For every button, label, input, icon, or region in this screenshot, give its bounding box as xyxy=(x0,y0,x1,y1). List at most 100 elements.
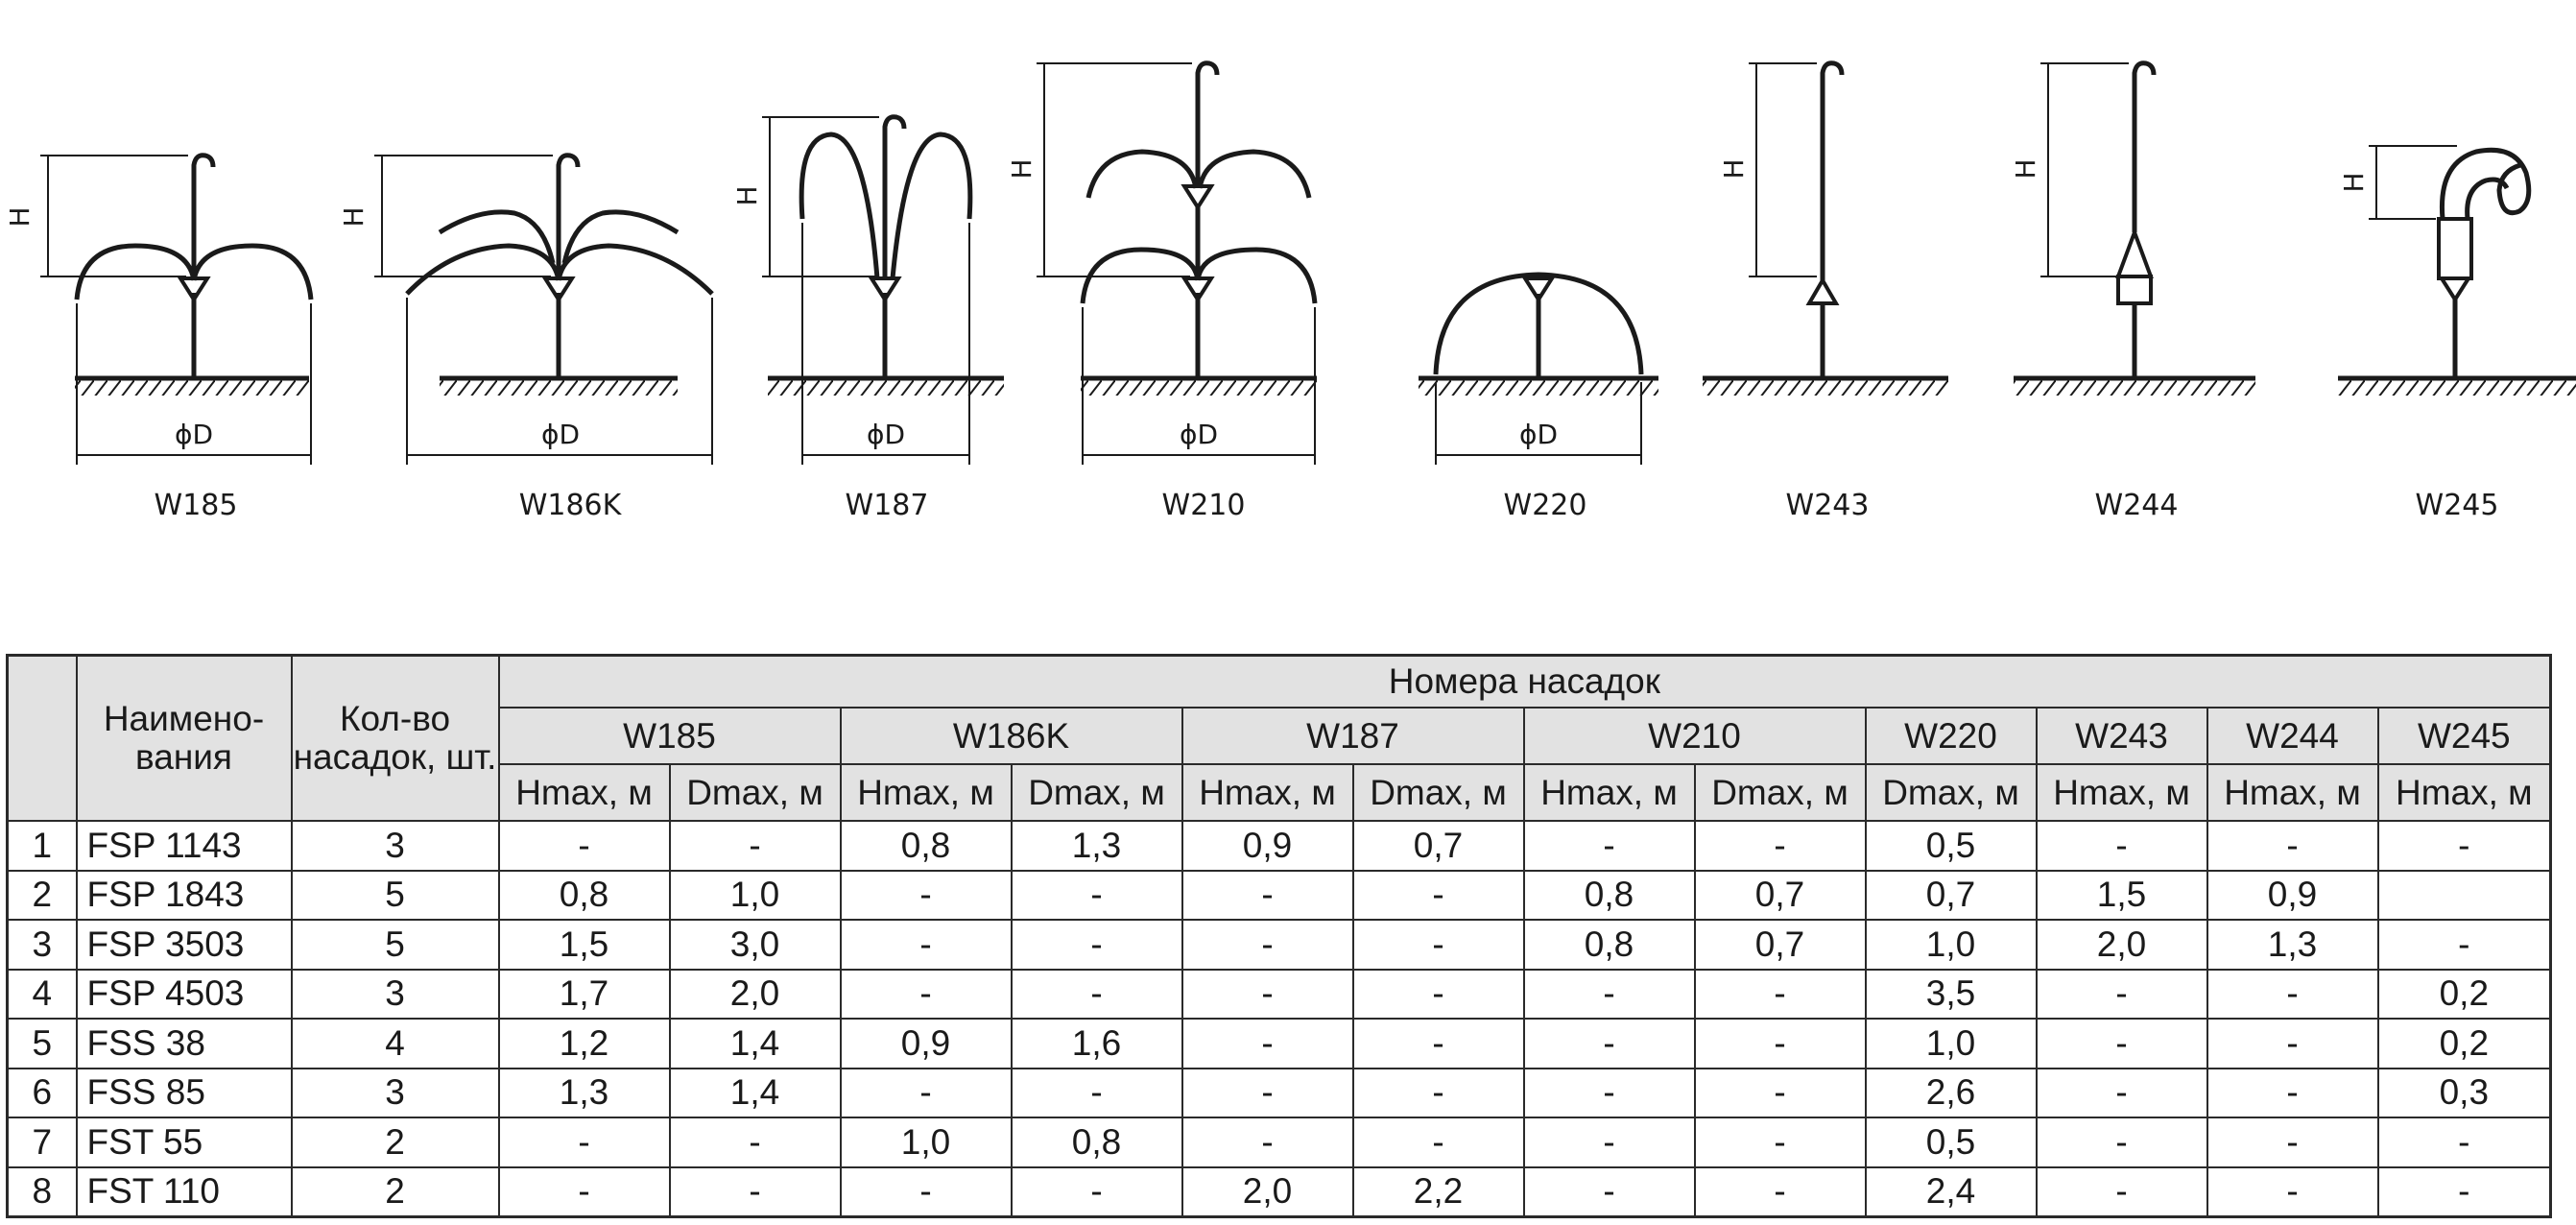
row-value: - xyxy=(1351,1018,1525,1069)
row-value: 1,3 xyxy=(497,1067,671,1118)
row-value: - xyxy=(1522,1117,1696,1168)
row-value: - xyxy=(1181,869,1354,921)
row-value: - xyxy=(1522,968,1696,1020)
row-name: FSS 38 xyxy=(75,1018,293,1069)
row-count: 4 xyxy=(290,1018,500,1069)
row-value: 0,5 xyxy=(1864,1117,2038,1168)
row-value: 0,8 xyxy=(1522,869,1696,921)
row-name: FSP 1843 xyxy=(75,869,293,921)
row-value: - xyxy=(1351,919,1525,971)
height-label: H xyxy=(731,185,763,205)
header-nozzle: W185 xyxy=(497,707,842,765)
model-label: W185 xyxy=(155,489,238,522)
header-count: Кол-во насадок, шт. xyxy=(290,654,500,822)
row-value: 0,8 xyxy=(1010,1117,1183,1168)
row-value: - xyxy=(1693,1117,1867,1168)
header-nozzle: W243 xyxy=(2035,707,2208,765)
row-value: - xyxy=(1010,1165,1183,1218)
row-value: - xyxy=(2376,919,2552,971)
row-value: - xyxy=(2035,1117,2208,1168)
row-value: 2,4 xyxy=(1864,1165,2038,1218)
diameter-label: ϕD xyxy=(1180,419,1218,450)
nozzle-w187: H ϕD W187 xyxy=(731,114,1004,522)
row-value: 2,2 xyxy=(1351,1165,1525,1218)
row-count: 2 xyxy=(290,1117,500,1168)
row-value: - xyxy=(497,820,671,872)
row-value: 0,7 xyxy=(1351,820,1525,872)
row-value: - xyxy=(839,1165,1013,1218)
height-label: H xyxy=(1718,158,1750,179)
row-value: - xyxy=(1522,1165,1696,1218)
header-metric: Dmax, м xyxy=(1010,763,1183,822)
nozzle-w245: H W245 xyxy=(2338,145,2576,522)
row-value: 0,7 xyxy=(1864,869,2038,921)
header-nozzle: W244 xyxy=(2206,707,2379,765)
row-value: 1,0 xyxy=(839,1117,1013,1168)
row-value: - xyxy=(1693,968,1867,1020)
row-value: 0,9 xyxy=(1181,820,1354,872)
row-value: 0,9 xyxy=(839,1018,1013,1069)
height-label: H xyxy=(4,206,36,227)
nozzle-w220: ϕD W220 xyxy=(1419,272,1658,522)
row-value: - xyxy=(1010,1067,1183,1118)
row-value: - xyxy=(1351,1067,1525,1118)
row-value: 0,2 xyxy=(2376,968,2552,1020)
header-nozzle: W210 xyxy=(1522,707,1867,765)
row-value: - xyxy=(1693,1067,1867,1118)
row-value: 1,2 xyxy=(497,1018,671,1069)
row-value: - xyxy=(2035,1067,2208,1118)
row-value xyxy=(2376,869,2552,921)
row-value: 1,4 xyxy=(668,1018,842,1069)
model-label: W244 xyxy=(2095,489,2179,522)
row-value: 0,8 xyxy=(1522,919,1696,971)
row-value: - xyxy=(1522,820,1696,872)
row-value: 0,9 xyxy=(2206,869,2379,921)
row-number: 1 xyxy=(6,820,78,872)
row-value: 2,0 xyxy=(668,968,842,1020)
row-number: 5 xyxy=(6,1018,78,1069)
row-value: 1,7 xyxy=(497,968,671,1020)
row-value: - xyxy=(839,919,1013,971)
row-value: - xyxy=(2206,968,2379,1020)
header-metric: Dmax, м xyxy=(1864,763,2038,822)
row-count: 5 xyxy=(290,869,500,921)
row-value: 1,5 xyxy=(497,919,671,971)
header-metric: Hmax, м xyxy=(2376,763,2552,822)
header-nozzle: W245 xyxy=(2376,707,2552,765)
row-value: - xyxy=(1351,968,1525,1020)
row-value: - xyxy=(2206,820,2379,872)
row-value: - xyxy=(1351,1117,1525,1168)
header-metric: Dmax, м xyxy=(1693,763,1867,822)
row-value: - xyxy=(1181,1117,1354,1168)
model-label: W187 xyxy=(846,489,929,522)
row-value: 0,2 xyxy=(2376,1018,2552,1069)
row-value: 1,0 xyxy=(1864,919,2038,971)
row-value: 0,3 xyxy=(2376,1067,2552,1118)
diameter-label: ϕD xyxy=(175,419,213,450)
nozzle-diagram: H ϕD W185 H ϕD W186K xyxy=(4,60,2576,522)
row-value: - xyxy=(2206,1018,2379,1069)
row-value: 1,0 xyxy=(668,869,842,921)
row-value: 0,7 xyxy=(1693,919,1867,971)
row-count: 3 xyxy=(290,1067,500,1118)
height-label: H xyxy=(338,206,370,227)
row-value: 3,0 xyxy=(668,919,842,971)
nozzle-w185: H ϕD W185 xyxy=(4,153,314,522)
model-label: W186K xyxy=(519,489,623,522)
row-value: - xyxy=(2206,1067,2379,1118)
diameter-label: ϕD xyxy=(541,419,580,450)
row-value: 1,5 xyxy=(2035,869,2208,921)
row-value: - xyxy=(1010,968,1183,1020)
row-value: - xyxy=(1693,1165,1867,1218)
row-value: 2,0 xyxy=(2035,919,2208,971)
nozzle-w244: H W244 xyxy=(2010,60,2255,522)
row-value: - xyxy=(839,968,1013,1020)
header-nozzle: W187 xyxy=(1181,707,1525,765)
row-value: - xyxy=(1693,1018,1867,1069)
row-value: 2,0 xyxy=(1181,1165,1354,1218)
row-number: 7 xyxy=(6,1117,78,1168)
row-value: 0,5 xyxy=(1864,820,2038,872)
row-value: - xyxy=(668,1165,842,1218)
